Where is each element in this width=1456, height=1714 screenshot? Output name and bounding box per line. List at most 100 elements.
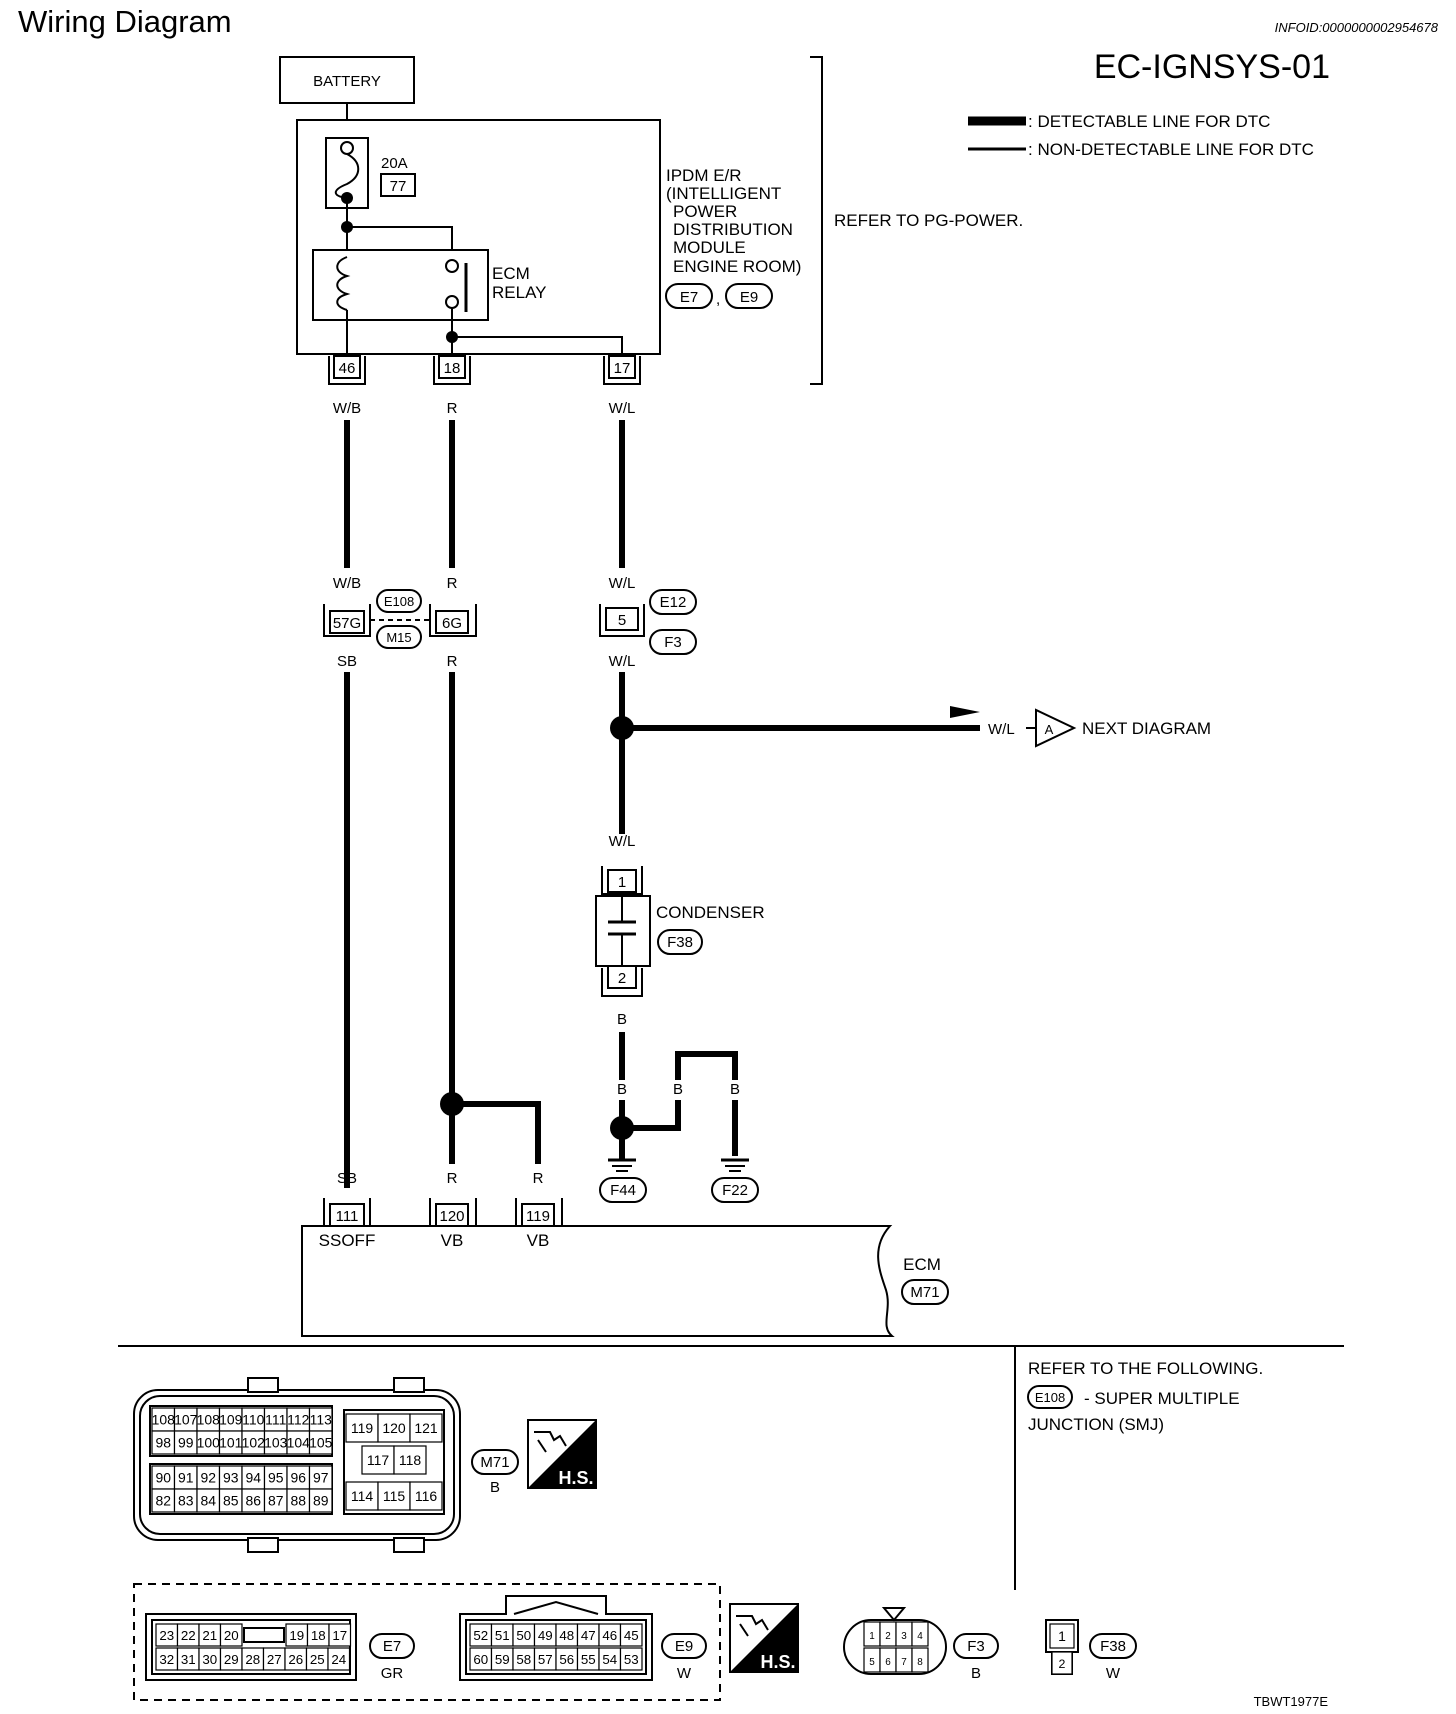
refer-conn-e108-oval [1027,1385,1073,1409]
svg-text:H.S.: H.S. [558,1468,593,1488]
wire-color-wb-1: W/B [333,400,361,417]
e7-key-slot [243,1627,285,1643]
e9-cavity-number: 50 [516,1628,531,1643]
m71-cavity [345,1413,379,1443]
f38-cavity [1051,1651,1073,1675]
f3-conn-oval [953,1633,999,1659]
f3-cavity-number: 5 [869,1657,875,1668]
refer-desc-1: - SUPER MULTIPLE [1084,1389,1240,1408]
joint-connector-6g: 6G [429,604,477,637]
wire-color-wl-next: W/L [988,721,1015,738]
f3-cavity-number: 3 [901,1631,907,1642]
wire-color-b-4: B [730,1081,740,1098]
f38-conn-oval [1089,1633,1137,1659]
m71-conn-oval [471,1449,519,1475]
m71-cavity-number: 119 [351,1420,374,1436]
legend-detectable: : DETECTABLE LINE FOR DTC [1028,112,1270,131]
joint-conn-m15-oval [376,625,422,649]
e9-cavity-number: 55 [581,1652,596,1667]
e7-cavity-number: 24 [331,1652,346,1667]
svg-text:46: 46 [339,360,356,377]
e7-cavity [219,1623,243,1647]
m71-cavity [377,1413,411,1443]
f38-cavity-number: 1 [1058,1628,1066,1644]
wire-b-jumper [622,1100,681,1131]
ecm-conn: M71 [910,1284,939,1301]
joint-conn-e12-oval [649,589,697,615]
ground-f22-oval [711,1177,759,1203]
m71-cavity-number: 101 [219,1435,243,1451]
svg-text:6G: 6G [442,615,462,632]
m71-cavity-number: 94 [245,1470,261,1486]
m71-cavity-number: 121 [414,1420,438,1436]
condenser-conn-oval [657,929,703,955]
m71-cavity-number: 100 [197,1435,221,1451]
ipdm-conn-e7-oval [665,283,713,309]
e9-cavity-number: 52 [473,1628,488,1643]
f3-cavity [911,1621,929,1647]
m71-cavity-number: 108 [197,1412,221,1428]
f38-conn-color: W [1106,1665,1121,1682]
relay-contact-top [445,259,459,273]
ecm-pin-120: 120 [429,1198,477,1227]
legend-non-detectable: : NON-DETECTABLE LINE FOR DTC [1028,140,1314,159]
m71-cavity-number: 97 [313,1470,329,1486]
m71-cavity-number: 83 [178,1493,194,1509]
m71-cavity-number: 88 [290,1493,306,1509]
next-diagram-flag [1035,708,1077,748]
m71-cavity-number: 117 [367,1452,390,1468]
e7-e9-enclosure [133,1583,721,1701]
relay-label-2: RELAY [492,283,547,302]
e7-cavity-number: 19 [289,1628,304,1643]
m71-cavity-number: 104 [287,1435,311,1451]
f3-cavity-number: 8 [917,1657,923,1668]
e7-conn-color: GR [381,1665,404,1682]
wire-color-wl-1: W/L [609,400,636,417]
m71-cavity-number: 113 [310,1412,332,1428]
e9-cavity-number: 53 [624,1652,639,1667]
e7-cavity-number: 21 [202,1628,217,1643]
m71-cavity-number: 98 [155,1435,171,1451]
m71-cavity-number: 110 [242,1412,264,1428]
svg-text:57G: 57G [333,615,361,632]
e7-cavity [327,1647,351,1671]
ipdm-conn-e7: E7 [680,289,698,306]
wire-color-r-3: R [447,653,458,670]
e7-cavity-number: 32 [159,1652,174,1667]
footer-code: TBWT1977E [1254,1694,1329,1709]
e9-cavity-number: 59 [495,1652,510,1667]
m71-cavity-number: 103 [264,1435,288,1451]
f3-conn-color: B [971,1665,981,1682]
m71-cavity-number: 84 [200,1493,216,1509]
wire-color-b-3: B [673,1081,683,1098]
m71-cavity-number: 85 [223,1493,239,1509]
ecm-box [301,1225,895,1337]
wire-color-wb-2: W/B [333,575,361,592]
ipdm-conn-e9-oval [725,283,773,309]
e9-cavity-number: 58 [516,1652,531,1667]
fuse-terminal-top [340,141,354,155]
e9-cavity [619,1647,643,1671]
f3-cavity-number: 6 [885,1657,891,1668]
flow-arrow-icon [950,706,980,718]
ground-f44-icon [608,1158,636,1172]
m71-cavity-number: 102 [242,1435,266,1451]
m71-cavity-number: 114 [351,1488,374,1504]
m71-cavity-number: 96 [290,1470,306,1486]
m71-cavity [308,1488,333,1513]
wire-color-b-2: B [617,1081,627,1098]
ipdm-conn-sep: , [716,291,720,308]
svg-text:17: 17 [614,360,631,377]
m71-cavity-number: 99 [178,1435,194,1451]
wire-color-b-1: B [617,1011,627,1028]
e7-cavity-number: 18 [311,1628,326,1643]
e7-cavity-number: 31 [181,1652,196,1667]
ecm-pin-name-ssoff: SSOFF [319,1231,376,1250]
wire-color-r-5: R [533,1170,544,1187]
ipdm-label-1: IPDM E/R [666,166,742,185]
ground-f22: F22 [722,1182,748,1199]
wire-color-wl-3: W/L [609,653,636,670]
wire-color-r-1: R [447,400,458,417]
joint-conn-f3-oval [649,629,697,655]
